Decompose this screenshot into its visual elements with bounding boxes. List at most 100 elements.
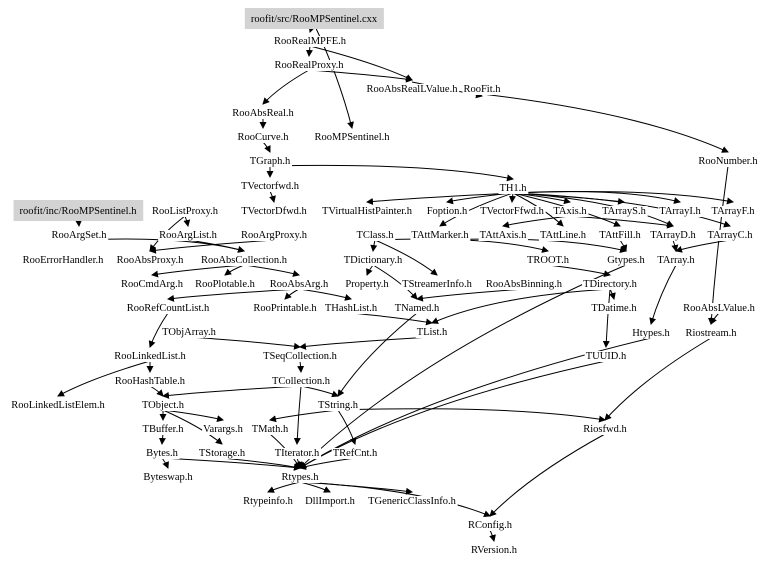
graph-node[interactable]: Bytes.h bbox=[145, 448, 180, 459]
node-background bbox=[113, 376, 187, 387]
graph-node[interactable]: Foption.h bbox=[425, 206, 470, 217]
graph-node[interactable]: TVectorFfwd.h bbox=[479, 206, 546, 217]
graph-node[interactable]: TArray.h bbox=[656, 255, 697, 266]
graph-node[interactable]: TAxis.h bbox=[552, 206, 589, 217]
graph-node[interactable]: TArrayI.h bbox=[658, 206, 703, 217]
graph-node[interactable]: TCollection.h bbox=[270, 376, 332, 387]
node-background bbox=[273, 448, 322, 459]
graph-node[interactable]: RooFit.h bbox=[462, 84, 503, 95]
graph-node[interactable]: RooPlotable.h bbox=[194, 279, 257, 290]
graph-node[interactable]: RooArgSet.h bbox=[50, 230, 109, 241]
graph-node[interactable]: RooArgProxy.h bbox=[240, 230, 309, 241]
edge-Riosfwd-to-RConfig bbox=[489, 433, 606, 517]
node-background bbox=[268, 279, 330, 290]
graph-node[interactable]: TROOT.h bbox=[525, 255, 571, 266]
node-background bbox=[158, 230, 219, 241]
graph-node[interactable]: TDirectory.h bbox=[582, 279, 639, 290]
graph-node[interactable]: Riostream.h bbox=[684, 328, 739, 339]
edge-TString-to-TMath bbox=[269, 409, 339, 423]
graph-node[interactable]: RooRefCountList.h bbox=[125, 303, 212, 314]
graph-node[interactable]: TArrayS.h bbox=[601, 206, 648, 217]
graph-node[interactable]: RooCmdArg.h bbox=[120, 279, 185, 290]
graph-node[interactable]: TSeqCollection.h bbox=[262, 351, 339, 362]
graph-node[interactable]: Gtypes.h bbox=[606, 255, 647, 266]
graph-node[interactable]: roofit/src/RooMPSentinel.cxx bbox=[244, 8, 384, 29]
node-label: TAttAxis.h bbox=[480, 230, 527, 241]
graph-node[interactable]: RooListProxy.h bbox=[150, 206, 220, 217]
graph-node[interactable]: TGenericClassInfo.h bbox=[367, 496, 458, 507]
graph-node[interactable]: RooCurve.h bbox=[236, 132, 291, 143]
graph-node[interactable]: RooAbsArg.h bbox=[268, 279, 330, 290]
node-background bbox=[141, 424, 186, 435]
graph-node[interactable]: TAttMarker.h bbox=[410, 230, 471, 241]
graph-node[interactable]: RooAbsProxy.h bbox=[115, 255, 186, 266]
graph-node[interactable]: Rtypeinfo.h bbox=[242, 496, 295, 507]
graph-node[interactable]: Varargs.h bbox=[202, 424, 245, 435]
node-label: TObject.h bbox=[142, 400, 185, 411]
graph-node[interactable]: RooAbsBinning.h bbox=[484, 279, 564, 290]
graph-node[interactable]: TMath.h bbox=[250, 424, 290, 435]
graph-node[interactable]: TAttAxis.h bbox=[478, 230, 529, 241]
graph-node[interactable]: RooAbsReal.h bbox=[231, 108, 296, 119]
node-label: Byteswap.h bbox=[143, 472, 193, 483]
graph-node[interactable]: RooHashTable.h bbox=[113, 376, 187, 387]
node-background bbox=[601, 206, 648, 217]
graph-node[interactable]: Rtypes.h bbox=[280, 472, 321, 483]
graph-node[interactable]: RooAbsLValue.h bbox=[682, 303, 757, 314]
graph-node[interactable]: RooRealMPFE.h bbox=[272, 36, 348, 47]
node-label: RooPlotable.h bbox=[195, 279, 256, 290]
graph-node[interactable]: TVectorfwd.h bbox=[239, 181, 301, 192]
graph-node[interactable]: TObject.h bbox=[140, 400, 186, 411]
graph-node[interactable]: TArrayD.h bbox=[649, 230, 698, 241]
edge-TH1-to-TArrayC bbox=[512, 192, 731, 228]
graph-node[interactable]: RooLinkedListElem.h bbox=[10, 400, 107, 411]
graph-node[interactable]: RConfig.h bbox=[466, 520, 514, 531]
graph-node[interactable]: TClass.h bbox=[355, 230, 396, 241]
graph-node[interactable]: TObjArray.h bbox=[161, 327, 218, 338]
graph-node[interactable]: RVersion.h bbox=[469, 545, 519, 556]
graph-node[interactable]: Byteswap.h bbox=[142, 472, 195, 483]
graph-node[interactable]: TStreamerInfo.h bbox=[401, 279, 474, 290]
graph-node[interactable]: RooErrorHandler.h bbox=[21, 255, 106, 266]
graph-node[interactable]: TDatime.h bbox=[590, 303, 639, 314]
edge-Rtypes-to-RConfig bbox=[299, 481, 491, 517]
graph-node[interactable]: TStorage.h bbox=[197, 448, 247, 459]
graph-node[interactable]: TH1.h bbox=[498, 183, 529, 194]
graph-node[interactable]: RooRealProxy.h bbox=[273, 60, 346, 71]
node-label: RooAbsCollection.h bbox=[201, 255, 288, 266]
graph-node[interactable]: TAttLine.h bbox=[538, 230, 588, 241]
graph-node[interactable]: RooAbsCollection.h bbox=[199, 255, 289, 266]
graph-node[interactable]: RooLinkedList.h bbox=[113, 351, 188, 362]
graph-node[interactable]: TUUID.h bbox=[584, 351, 629, 362]
graph-node[interactable]: TRefCnt.h bbox=[331, 448, 380, 459]
graph-node[interactable]: RooArgList.h bbox=[158, 230, 219, 241]
graph-node[interactable]: Property.h bbox=[344, 279, 391, 290]
edge-TH1-to-TVirtualHistPainter bbox=[366, 192, 514, 205]
edge-RooFit-to-RooNumber bbox=[481, 93, 729, 153]
graph-node[interactable]: TList.h bbox=[415, 327, 450, 338]
graph-node[interactable]: Riosfwd.h bbox=[582, 424, 629, 435]
graph-node[interactable]: TArrayC.h bbox=[706, 230, 755, 241]
graph-node[interactable]: TArrayF.h bbox=[710, 206, 757, 217]
graph-node[interactable]: RooNumber.h bbox=[697, 156, 760, 167]
graph-node[interactable]: DllImport.h bbox=[304, 496, 357, 507]
graph-node[interactable]: Htypes.h bbox=[631, 328, 672, 339]
graph-node[interactable]: THashList.h bbox=[323, 303, 379, 314]
edge-RooListProxy-to-RooArgList bbox=[183, 215, 191, 227]
edge-RooNumber-to-Riostream bbox=[707, 165, 729, 325]
graph-node[interactable]: TNamed.h bbox=[393, 303, 442, 314]
edge-Bytes-to-Rtypes bbox=[161, 457, 301, 471]
graph-node[interactable]: RooAbsRealLValue.h bbox=[365, 84, 460, 95]
graph-node[interactable]: TBuffer.h bbox=[141, 424, 186, 435]
node-label: TSeqCollection.h bbox=[263, 351, 338, 362]
graph-node[interactable]: roofit/inc/RooMPSentinel.h bbox=[13, 200, 144, 221]
graph-node[interactable]: RooMPSentinel.h bbox=[313, 132, 392, 143]
graph-node[interactable]: TString.h bbox=[317, 400, 360, 411]
graph-node[interactable]: TGraph.h bbox=[248, 156, 293, 167]
graph-node[interactable]: RooPrintable.h bbox=[252, 303, 319, 314]
graph-node[interactable]: TVirtualHistPainter.h bbox=[320, 206, 414, 217]
graph-node[interactable]: TVectorDfwd.h bbox=[240, 206, 309, 217]
graph-node[interactable]: TAttFill.h bbox=[598, 230, 643, 241]
graph-node[interactable]: TDictionary.h bbox=[342, 255, 405, 266]
graph-node[interactable]: TIterator.h bbox=[273, 448, 322, 459]
